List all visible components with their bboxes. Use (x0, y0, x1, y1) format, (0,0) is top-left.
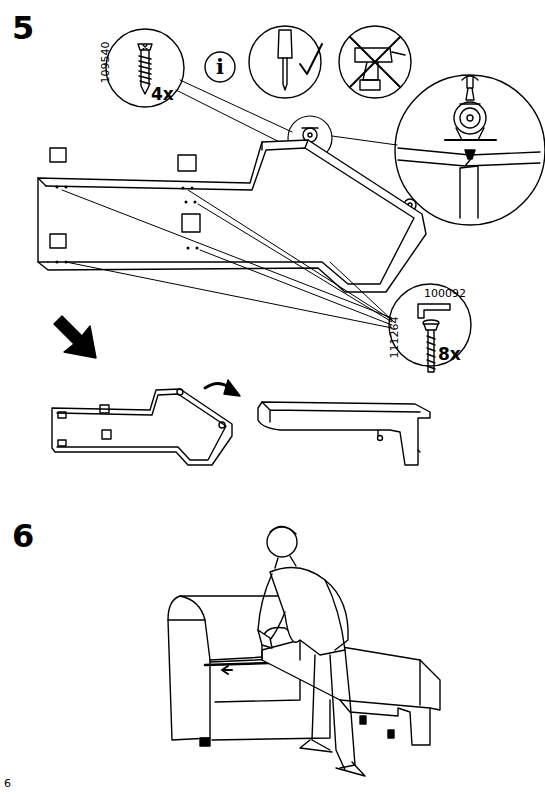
chaise-part (262, 628, 440, 746)
callout-circle: 1095404x (105, 28, 185, 108)
part-number: 4x (151, 86, 174, 103)
base-part-flipped (258, 402, 430, 465)
person (258, 526, 365, 776)
callout-circle: 100092 111264 8x (388, 283, 472, 367)
screwdriver-symbol (249, 26, 322, 98)
part-number: 109540 (99, 41, 110, 83)
circle-shape (389, 284, 471, 366)
screw-icon (138, 44, 152, 94)
callout-circle: i (204, 51, 236, 83)
sofa-base-part (38, 140, 426, 292)
page-number: 6 (4, 778, 11, 789)
circle-shape (205, 52, 235, 82)
part-number: 8x (438, 346, 461, 363)
step-number: 6 (12, 520, 34, 552)
part-number: 111264 (388, 316, 399, 358)
no-drill-symbol (339, 26, 411, 98)
step-number: 5 (12, 12, 34, 44)
circle-shape (106, 29, 184, 107)
fittings (50, 148, 200, 248)
part-number: i (216, 56, 224, 77)
detail-zoom (395, 75, 545, 225)
base-part-small (52, 389, 232, 465)
holes (56, 186, 199, 264)
part-number: 100092 (424, 288, 466, 299)
direction-arrow (54, 316, 96, 358)
